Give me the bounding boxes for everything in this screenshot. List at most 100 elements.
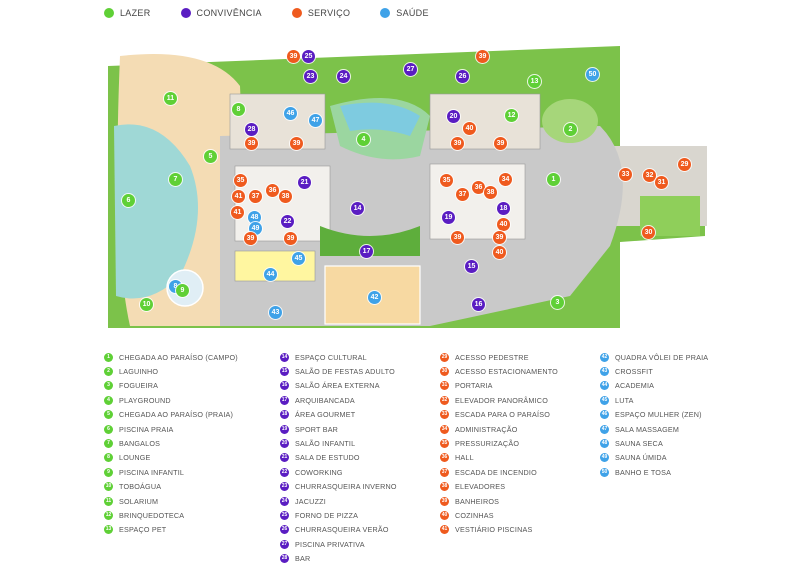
map-marker-32[interactable]: 32 bbox=[643, 169, 656, 182]
map-marker-42[interactable]: 42 bbox=[368, 291, 381, 304]
map-marker-37[interactable]: 37 bbox=[456, 188, 469, 201]
map-marker-40[interactable]: 40 bbox=[463, 122, 476, 135]
map-marker-3[interactable]: 3 bbox=[551, 296, 564, 309]
legend-label: BAR bbox=[295, 554, 311, 564]
map-marker-25[interactable]: 25 bbox=[302, 50, 315, 63]
map-marker-1[interactable]: 1 bbox=[547, 173, 560, 186]
map-marker-7[interactable]: 7 bbox=[169, 173, 182, 186]
map-marker-16[interactable]: 16 bbox=[472, 298, 485, 311]
site-plan-illustration bbox=[108, 46, 707, 328]
legend-label: ELEVADORES bbox=[455, 482, 506, 492]
map-marker-28[interactable]: 28 bbox=[245, 123, 258, 136]
map-marker-46[interactable]: 46 bbox=[284, 107, 297, 120]
map-marker-39[interactable]: 39 bbox=[290, 137, 303, 150]
legend-number-badge: 45 bbox=[600, 395, 609, 405]
map-marker-43[interactable]: 43 bbox=[269, 306, 282, 319]
map-marker-50[interactable]: 50 bbox=[586, 68, 599, 81]
map-marker-15[interactable]: 15 bbox=[465, 260, 478, 273]
map-marker-8[interactable]: 8 bbox=[232, 103, 245, 116]
map-marker-39[interactable]: 39 bbox=[451, 231, 464, 244]
map-marker-39[interactable]: 39 bbox=[493, 231, 506, 244]
map-marker-30[interactable]: 30 bbox=[642, 226, 655, 239]
map-marker-39[interactable]: 39 bbox=[494, 137, 507, 150]
legend-label: LUTA bbox=[615, 395, 634, 405]
map-marker-20[interactable]: 20 bbox=[447, 110, 460, 123]
map-marker-36[interactable]: 36 bbox=[266, 184, 279, 197]
map-marker-33[interactable]: 33 bbox=[619, 168, 632, 181]
map-marker-49[interactable]: 49 bbox=[249, 222, 262, 235]
map-marker-13[interactable]: 13 bbox=[528, 75, 541, 88]
map-marker-38[interactable]: 38 bbox=[279, 190, 292, 203]
map-marker-34[interactable]: 34 bbox=[499, 173, 512, 186]
map-marker-35[interactable]: 35 bbox=[440, 174, 453, 187]
map-marker-5[interactable]: 5 bbox=[204, 150, 217, 163]
map-marker-39[interactable]: 39 bbox=[287, 50, 300, 63]
map-marker-23[interactable]: 23 bbox=[304, 70, 317, 83]
map-marker-44[interactable]: 44 bbox=[264, 268, 277, 281]
map-marker-40[interactable]: 40 bbox=[497, 218, 510, 231]
legend-number-badge: 33 bbox=[440, 410, 449, 420]
map-marker-27[interactable]: 27 bbox=[404, 63, 417, 76]
map-marker-39[interactable]: 39 bbox=[476, 50, 489, 63]
map-marker-21[interactable]: 21 bbox=[298, 176, 311, 189]
map-marker-40[interactable]: 40 bbox=[493, 246, 506, 259]
map-marker-45[interactable]: 45 bbox=[292, 252, 305, 265]
legend-number-badge: 12 bbox=[104, 510, 113, 520]
map-marker-26[interactable]: 26 bbox=[456, 70, 469, 83]
map-marker-29[interactable]: 29 bbox=[678, 158, 691, 171]
map-marker-39[interactable]: 39 bbox=[245, 137, 258, 150]
map-marker-22[interactable]: 22 bbox=[281, 215, 294, 228]
map-marker-14[interactable]: 14 bbox=[351, 202, 364, 215]
category-legend: LAZER CONVIVÊNCIA SERVIÇO SAÚDE bbox=[104, 8, 429, 18]
map-marker-39[interactable]: 39 bbox=[451, 137, 464, 150]
map-marker-19[interactable]: 19 bbox=[442, 211, 455, 224]
legend-number-badge: 9 bbox=[104, 467, 113, 477]
convivencia-dot-icon bbox=[180, 8, 191, 18]
map-marker-36[interactable]: 36 bbox=[472, 181, 485, 194]
map-marker-17[interactable]: 17 bbox=[360, 245, 373, 258]
legend-label: LOUNGE bbox=[119, 453, 151, 463]
map-marker-35[interactable]: 35 bbox=[234, 174, 247, 187]
map-marker-37[interactable]: 37 bbox=[249, 190, 262, 203]
map-marker-39[interactable]: 39 bbox=[284, 232, 297, 245]
map-marker-39[interactable]: 39 bbox=[244, 232, 257, 245]
map-marker-4[interactable]: 4 bbox=[357, 133, 370, 146]
legend-label: BRINQUEDOTECA bbox=[119, 510, 185, 520]
map-marker-11[interactable]: 11 bbox=[164, 92, 177, 105]
map-marker-24[interactable]: 24 bbox=[337, 70, 350, 83]
legend-number-badge: 36 bbox=[440, 453, 449, 463]
map-marker-9[interactable]: 9 bbox=[176, 284, 189, 297]
legend-label: ACESSO ESTACIONAMENTO bbox=[455, 367, 558, 377]
map-marker-18[interactable]: 18 bbox=[497, 202, 510, 215]
map-marker-41[interactable]: 41 bbox=[231, 206, 244, 219]
map-marker-31[interactable]: 31 bbox=[655, 176, 668, 189]
map-marker-2[interactable]: 2 bbox=[564, 123, 577, 136]
map-marker-41[interactable]: 41 bbox=[232, 190, 245, 203]
legend-number-badge: 47 bbox=[600, 424, 609, 434]
legend-label: PISCINA INFANTIL bbox=[119, 467, 185, 477]
map-marker-10[interactable]: 10 bbox=[140, 298, 153, 311]
map-marker-12[interactable]: 12 bbox=[505, 109, 518, 122]
legend-number-badge: 17 bbox=[280, 395, 289, 405]
map-marker-48[interactable]: 48 bbox=[248, 211, 261, 224]
legend-label: VESTIÁRIO PISCINAS bbox=[455, 525, 533, 535]
map-marker-38[interactable]: 38 bbox=[484, 186, 497, 199]
map-marker-6[interactable]: 6 bbox=[122, 194, 135, 207]
map-marker-47[interactable]: 47 bbox=[309, 114, 322, 127]
